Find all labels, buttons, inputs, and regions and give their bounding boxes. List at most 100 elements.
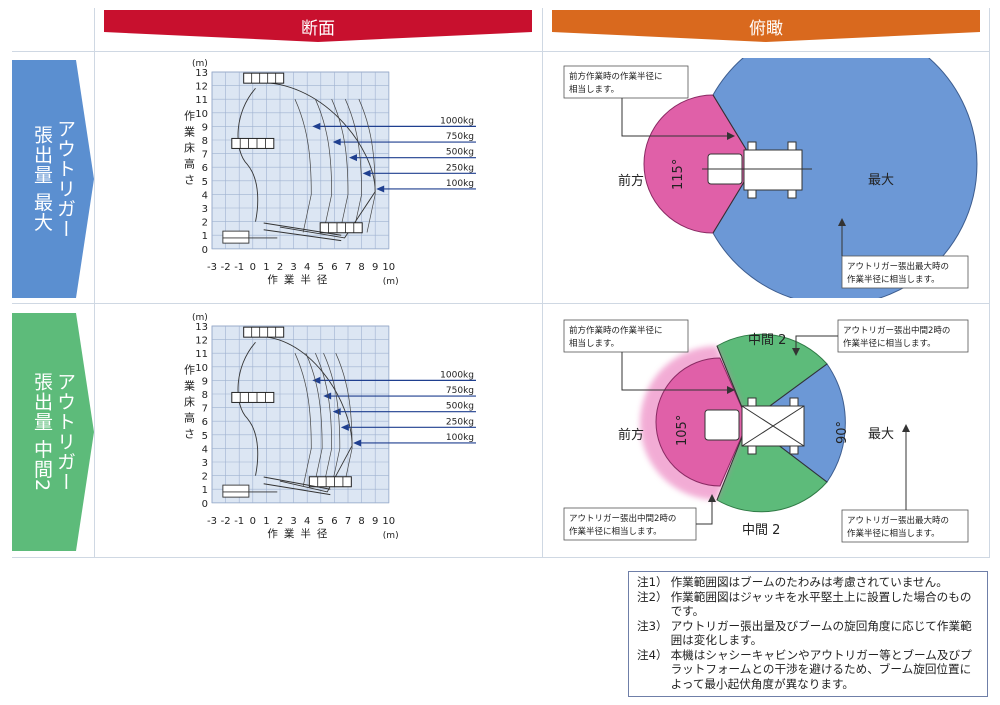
y-axis-label-char: 業: [184, 380, 195, 393]
y-axis-label-char: 床: [184, 141, 195, 155]
x-axis-label: 作業半径: [267, 273, 333, 286]
x-tick-label: -1: [234, 262, 244, 273]
platform-icon: [319, 222, 363, 234]
load-contour-line: [315, 99, 333, 233]
y-axis-label-char: 高: [184, 411, 195, 425]
load-contour-line: [335, 353, 353, 487]
x-tick-label: -2: [221, 516, 231, 527]
load-label: 250kg: [446, 163, 474, 173]
row-header-mid-line2: 張出量 中間2: [31, 371, 53, 493]
y-axis-label-char: 高: [184, 157, 195, 171]
note-2: 注2）作業範囲図はジャッキを水平堅土上に設置した場合のものです。: [637, 590, 979, 619]
note-label: 注1）: [637, 575, 668, 589]
x-tick-label: 4: [304, 516, 310, 527]
y-tick-label: 4: [202, 444, 208, 455]
callout-right-line1: アウトリガー張出最大時の: [847, 261, 949, 272]
work-envelope-inner: [237, 342, 259, 476]
notes-box: 注1）作業範囲図はブームのたわみは考慮されていません。 注2）作業範囲図はジャッ…: [628, 571, 988, 697]
platform-icon: [231, 137, 275, 149]
x-tick-label: 5: [318, 516, 324, 527]
y-tick-label: 1: [202, 231, 208, 242]
y-tick-label: 6: [202, 417, 208, 428]
y-tick-label: 13: [195, 68, 208, 79]
overhead-header-label: 俯瞰: [749, 19, 783, 39]
load-label: 1000kg: [440, 116, 474, 126]
note-text: 作業範囲図はブームのたわみは考慮されていません。: [670, 575, 948, 589]
y-tick-label: 12: [195, 82, 208, 93]
load-arrow-head: [340, 423, 349, 431]
y-axis-label-char: 業: [184, 126, 195, 139]
callout-right-line2: 作業半径に相当します。: [847, 528, 940, 539]
load-contour-line: [294, 99, 312, 233]
x-tick-label: 6: [331, 262, 337, 273]
callout-top-line2: 作業半径に相当します。: [843, 338, 936, 349]
y-tick-label: 10: [195, 109, 208, 120]
note-3: 注3）アウトリガー張出量及びブームの旋回角度に応じて作業範囲は変化します。: [637, 619, 979, 648]
note-4: 注4）本機はシャシーキャビンやアウトリガー等とブーム及びプラットフォームとの干渉…: [637, 648, 979, 692]
callout-right-line1: アウトリガー張出最大時の: [847, 515, 949, 526]
y-axis-label-char: 作: [184, 364, 195, 377]
truck-side-view: [222, 476, 331, 498]
callout-front-line1: 前方作業時の作業半径に: [569, 325, 663, 336]
note-label: 注2）: [637, 589, 668, 604]
load-contour-line: [331, 99, 349, 233]
x-tick-label: 2: [277, 516, 283, 527]
callout-bottom-box: [563, 507, 697, 541]
y-tick-label: 13: [195, 322, 208, 333]
load-label: 100kg: [446, 179, 474, 189]
work-envelope-inner: [237, 88, 259, 222]
x-tick-label: 7: [345, 516, 351, 527]
x-tick-label: 7: [345, 262, 351, 273]
x-tick-label: -3: [207, 262, 217, 273]
y-tick-label: 2: [202, 472, 208, 483]
overhead-diagram-max: 前方作業時の作業半径に 相当します。 前方 115° 最大 アウトリガー張出最大…: [563, 58, 978, 298]
section-header: 断面: [104, 10, 532, 42]
x-axis-label: 作業半径: [267, 527, 333, 540]
callout-front-box: [563, 65, 689, 99]
y-tick-label: 8: [202, 136, 208, 147]
front-angle-label: 105°: [675, 415, 690, 446]
x-tick-label: 0: [250, 516, 256, 527]
y-tick-label: 9: [202, 376, 208, 387]
y-axis-label-char: 床: [184, 395, 195, 409]
platform-icon: [243, 72, 285, 84]
note-text: 作業範囲図はジャッキを水平堅土上に設置した場合のものです。: [670, 589, 972, 619]
x-tick-label: -2: [221, 262, 231, 273]
note-label: 注4）: [637, 647, 668, 662]
truck-top-view: [704, 397, 805, 455]
bottom-mid-label: 中間 2: [742, 523, 780, 538]
callout-front-line2: 相当します。: [569, 84, 619, 95]
x-unit-label: (m): [383, 277, 399, 287]
x-tick-label: 10: [382, 516, 395, 527]
load-contour-line: [344, 99, 362, 233]
y-unit-label: (m): [192, 59, 208, 69]
x-tick-label: 8: [358, 262, 364, 273]
load-label: 500kg: [446, 402, 474, 412]
y-tick-label: 4: [202, 190, 208, 201]
y-axis-label-char: 作: [184, 110, 195, 123]
y-tick-label: 11: [195, 95, 208, 106]
load-arrow-head: [376, 185, 385, 193]
y-axis-label-char: さ: [184, 428, 195, 441]
x-tick-label: 2: [277, 262, 283, 273]
load-label: 1000kg: [440, 370, 474, 380]
callout-bottom-line1: アウトリガー張出中間2時の: [569, 513, 676, 524]
x-tick-label: 0: [250, 262, 256, 273]
load-contour-line: [315, 353, 333, 487]
load-arrow-head: [362, 169, 371, 177]
callout-front-box: [563, 319, 689, 353]
load-arrow-head: [312, 376, 321, 384]
x-unit-label: (m): [383, 531, 399, 541]
overhead-diagram-mid: 前方作業時の作業半径に 相当します。 アウトリガー張出中間2時の 作業半径に相当…: [563, 319, 969, 543]
row-header-max-line1: アウトリガー: [54, 119, 76, 239]
row-header-max: アウトリガー 張出量 最大: [12, 60, 94, 298]
mid-reach-sector-top: [716, 333, 828, 423]
y-axis-label-char: さ: [184, 174, 195, 187]
y-tick-label: 0: [202, 245, 208, 256]
note-text: 本機はシャシーキャビンやアウトリガー等とブーム及びプラットフォームとの干渉を避け…: [670, 647, 972, 691]
max-direction-label: 最大: [868, 173, 894, 188]
max-direction-label: 最大: [868, 427, 894, 442]
front-angle-label: 115°: [671, 159, 686, 190]
load-label: 250kg: [446, 417, 474, 427]
